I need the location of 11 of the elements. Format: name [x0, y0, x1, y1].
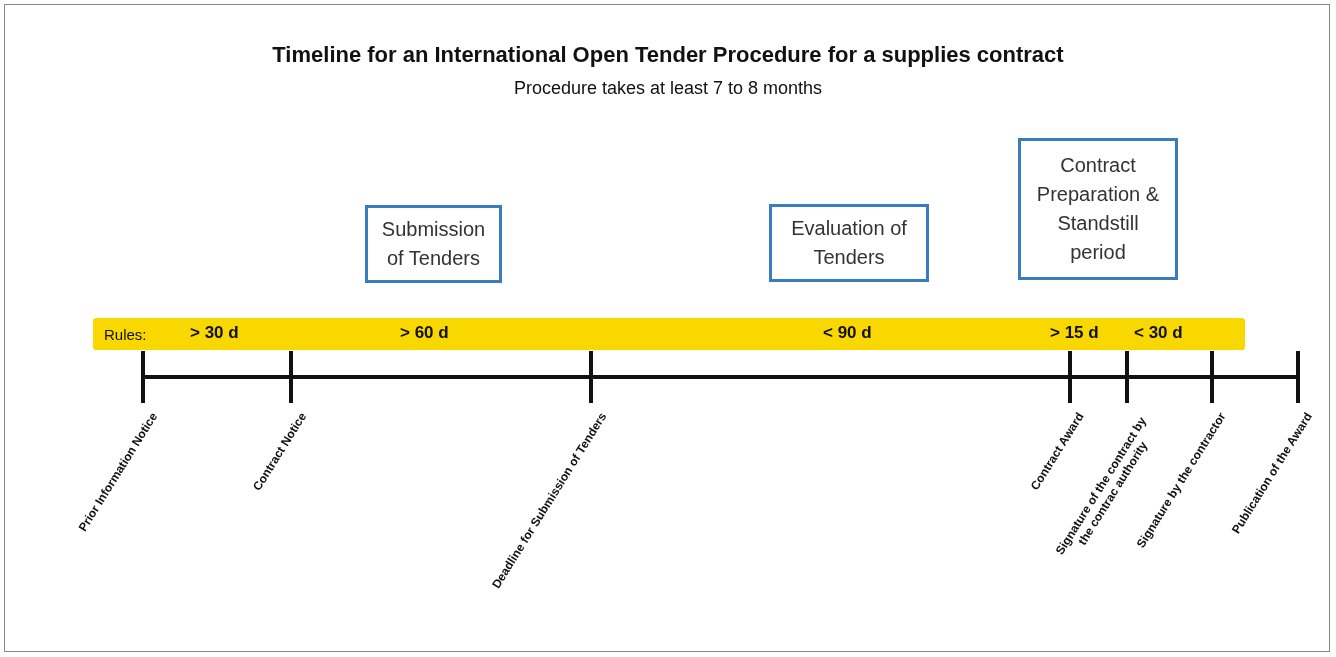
stage-box: Submission of Tenders: [365, 205, 502, 283]
title: Timeline for an International Open Tender Procedure for a supplies contract: [271, 42, 1065, 68]
duration-label: > 60 d: [400, 323, 449, 343]
stage-box: Evaluation of Tenders: [769, 204, 929, 282]
subtitle: Procedure takes at least 7 to 8 months: [512, 78, 824, 99]
duration-label: < 30 d: [1134, 323, 1183, 343]
rules-label: Rules:: [104, 326, 147, 343]
stage-box: Contract Preparation & Standstill period: [1018, 138, 1178, 280]
duration-label: < 90 d: [823, 323, 872, 343]
duration-label: > 30 d: [190, 323, 239, 343]
duration-label: > 15 d: [1050, 323, 1099, 343]
